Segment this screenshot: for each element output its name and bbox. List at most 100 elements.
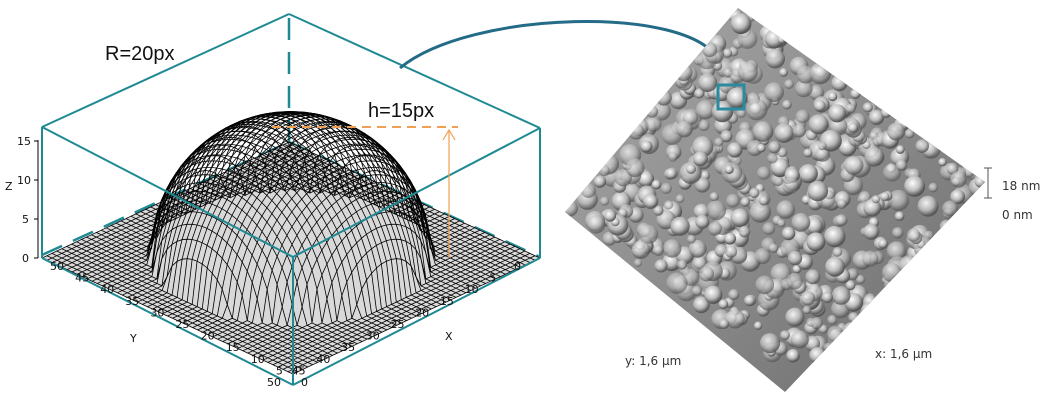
afm-grain — [828, 104, 847, 123]
z-tick: 0 — [22, 252, 29, 265]
afm-grain — [786, 272, 803, 290]
afm-surface — [565, 8, 985, 392]
afm-grain — [691, 285, 703, 296]
afm-grain — [725, 245, 738, 258]
afm-grain — [625, 158, 645, 178]
afm-grain — [825, 256, 845, 277]
afm-grain — [795, 79, 813, 98]
afm-grain — [728, 289, 740, 301]
afm-grain — [759, 333, 781, 354]
afm-grain — [917, 195, 939, 217]
mesh-line — [56, 148, 305, 266]
mesh-line — [76, 155, 325, 275]
afm-grain — [593, 175, 607, 188]
afm-grain — [674, 63, 693, 82]
x-tick: 50 — [50, 260, 64, 273]
mesh-line — [232, 182, 480, 347]
afm-grain — [631, 240, 651, 259]
afm-grain — [663, 239, 682, 258]
afm-grain — [785, 307, 805, 327]
afm-grain — [604, 209, 617, 222]
afm-grain — [883, 163, 901, 182]
afm-grain — [862, 102, 873, 113]
afm-grain — [861, 302, 876, 317]
afm-grain — [767, 153, 778, 164]
afm-grain — [825, 347, 834, 355]
afm-grain — [848, 312, 860, 323]
mesh-line — [152, 113, 400, 310]
afm-grain — [808, 114, 829, 135]
afm-grain — [809, 347, 826, 364]
afm-grain — [665, 168, 677, 180]
afm-grain — [824, 225, 846, 248]
mesh-line — [117, 114, 365, 294]
afm-grain — [813, 100, 826, 112]
afm-grain — [779, 68, 788, 77]
afm-grain — [654, 259, 668, 273]
afm-grain — [792, 123, 806, 138]
afm-grain — [795, 109, 810, 124]
afm-grain — [813, 363, 829, 380]
afm-grain — [827, 314, 838, 325]
mesh-line — [177, 124, 425, 321]
afm-grain — [645, 105, 659, 118]
afm-grain — [695, 100, 715, 120]
afm-grain — [719, 319, 730, 329]
afm-grain — [724, 165, 734, 175]
afm-grain — [800, 291, 816, 306]
y-tick: 45 — [292, 364, 306, 377]
afm-grain — [627, 123, 645, 140]
afm-y-extent: y: 1,6 µm — [625, 354, 681, 368]
y-tick: 5 — [489, 272, 496, 285]
height-marker: h=15px — [272, 100, 458, 258]
afm-grain — [756, 143, 766, 153]
afm-grain — [906, 228, 921, 242]
afm-grain — [666, 272, 688, 294]
afm-grain — [915, 139, 929, 153]
z-tick: 15 — [17, 135, 31, 148]
afm-grain — [786, 349, 800, 363]
afm-grain — [782, 176, 800, 194]
afm-grain — [974, 176, 985, 188]
afm-grain — [831, 286, 851, 305]
afm-grain — [738, 225, 751, 238]
afm-grain — [803, 148, 813, 158]
afm-grain — [863, 198, 882, 217]
afm-grain — [790, 330, 809, 349]
afm-grain — [757, 166, 771, 180]
afm-grain — [802, 305, 812, 315]
afm-grain — [694, 177, 711, 193]
mesh-line — [267, 246, 516, 363]
afm-grain — [749, 201, 771, 223]
mesh-line — [61, 150, 310, 268]
afm-grain — [950, 171, 967, 188]
afm-grain — [711, 100, 734, 123]
x-tick: 40 — [100, 283, 114, 296]
afm-grain — [653, 245, 664, 256]
mesh-line — [287, 255, 536, 373]
afm-grain — [645, 115, 662, 132]
afm-grain — [718, 299, 729, 310]
afm-grain — [708, 221, 722, 236]
afm-grain — [706, 200, 727, 221]
afm-grain — [823, 342, 834, 353]
x-tick: 35 — [125, 295, 139, 308]
afm-grain — [844, 156, 864, 175]
afm-grain — [675, 194, 685, 204]
afm-grain — [651, 179, 662, 190]
mesh-line — [66, 153, 315, 270]
afm-grain — [668, 152, 678, 162]
y-tick: 10 — [465, 283, 479, 296]
afm-grain — [743, 295, 755, 307]
afm-grain — [694, 88, 705, 99]
afm-grain — [831, 75, 848, 92]
afm-grain — [851, 315, 869, 334]
afm-grain — [643, 193, 659, 209]
afm-grain — [698, 73, 718, 93]
afm-grain — [736, 108, 747, 118]
afm-grain — [803, 372, 816, 385]
y-tick: 15 — [440, 295, 454, 308]
afm-grain — [818, 141, 827, 151]
afm-grain — [693, 296, 710, 314]
